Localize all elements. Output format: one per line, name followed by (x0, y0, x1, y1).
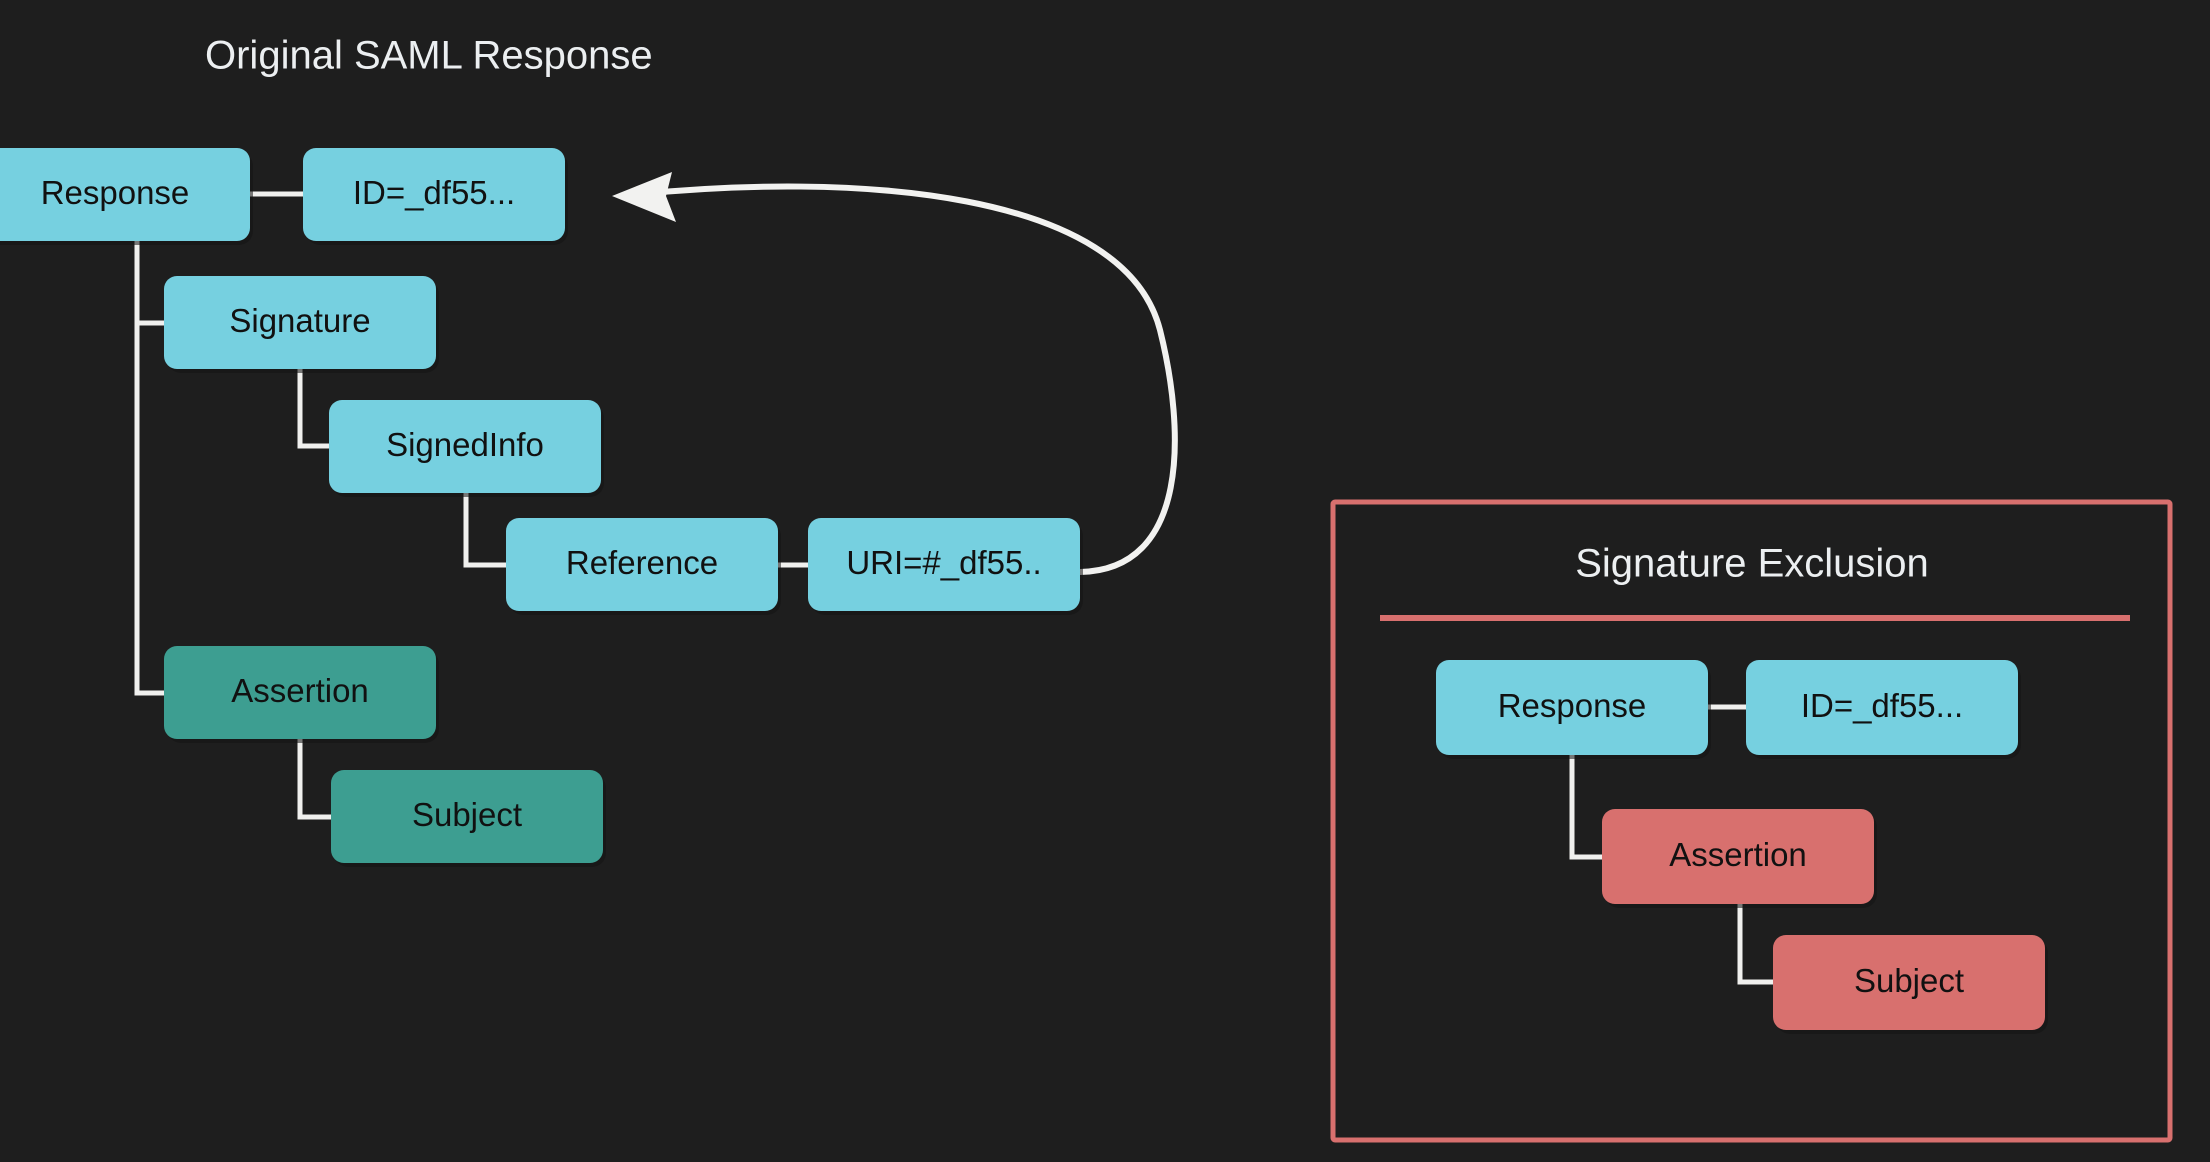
right-node-r_resp[interactable]: Response (1436, 660, 1711, 759)
curved-arrow-path (619, 183, 1178, 575)
left-node-uri-label: URI=#_df55.. (846, 544, 1041, 581)
right-node-r_resp_id[interactable]: ID=_df55... (1746, 660, 2021, 759)
right-node-r_resp-box[interactable] (1436, 660, 1708, 755)
right-edge-r_assertion-to-r_subject (1737, 904, 1773, 985)
left-node-assertion-label: Assertion (231, 672, 369, 709)
left-diagram-title: Original SAML Response (205, 34, 653, 78)
left-node-signedinfo-label: SignedInfo (386, 426, 544, 463)
left-node-reference[interactable]: Reference (506, 518, 781, 615)
left-node-subject-label: Subject (412, 796, 522, 833)
left-node-resp-box[interactable] (0, 148, 250, 241)
left-node-assertion-box[interactable] (164, 646, 436, 739)
right-node-r_resp_id-label: ID=_df55... (1801, 687, 1963, 724)
left-edge-assertion-to-subject (297, 739, 331, 820)
right-node-r_assertion[interactable]: Assertion (1602, 809, 1877, 908)
uri-to-id-reference-arrow (612, 172, 1178, 575)
left-node-subject[interactable]: Subject (331, 770, 606, 867)
left-node-signature-box[interactable] (164, 276, 436, 369)
left-node-resp[interactable]: Response (0, 148, 253, 245)
left-diagram-edges (134, 191, 808, 820)
left-node-subject-box[interactable] (331, 770, 603, 863)
left-edge-resp-to-signature (134, 241, 164, 326)
left-node-reference-box[interactable] (506, 518, 778, 611)
right-node-r_resp_id-box[interactable] (1746, 660, 2018, 755)
left-edge-signature-to-signedinfo (297, 369, 329, 449)
left-node-resp_id-box[interactable] (303, 148, 565, 241)
left-node-resp_id[interactable]: ID=_df55... (303, 148, 568, 245)
right-node-r_resp-label: Response (1498, 687, 1647, 724)
right-node-r_assertion-box[interactable] (1602, 809, 1874, 904)
left-node-reference-label: Reference (566, 544, 718, 581)
arrow-head-icon (612, 172, 676, 222)
left-node-uri-box[interactable] (808, 518, 1080, 611)
right-edge-r_resp-to-r_assertion (1569, 755, 1602, 860)
right-node-r_subject-box[interactable] (1773, 935, 2045, 1030)
left-diagram-nodes: Response ID=_df55... SignatureSignedInfoRe… (0, 148, 1083, 867)
left-node-uri[interactable]: URI=#_df55.. (808, 518, 1083, 615)
right-node-r_subject-label: Subject (1854, 962, 1964, 999)
left-edge-signedinfo-to-reference (463, 493, 506, 568)
left-node-signedinfo[interactable]: SignedInfo (329, 400, 604, 497)
left-node-resp-label: Response (41, 174, 190, 211)
left-edge-resp-to-assertion (134, 241, 164, 696)
right-cluster-edges (1569, 704, 1773, 985)
left-node-assertion[interactable]: Assertion (164, 646, 439, 743)
cluster-border (1330, 499, 2173, 1143)
signature-exclusion-cluster: Signature Exclusion Response ID=_df55... A… (1330, 499, 2173, 1143)
right-node-r_subject[interactable]: Subject (1773, 935, 2048, 1034)
cluster-title: Signature Exclusion (1575, 542, 1929, 586)
left-node-signature-label: Signature (229, 302, 370, 339)
right-node-r_assertion-label: Assertion (1669, 836, 1807, 873)
left-node-signature[interactable]: Signature (164, 276, 439, 373)
left-node-resp_id-label: ID=_df55... (353, 174, 515, 211)
left-node-signedinfo-box[interactable] (329, 400, 601, 493)
